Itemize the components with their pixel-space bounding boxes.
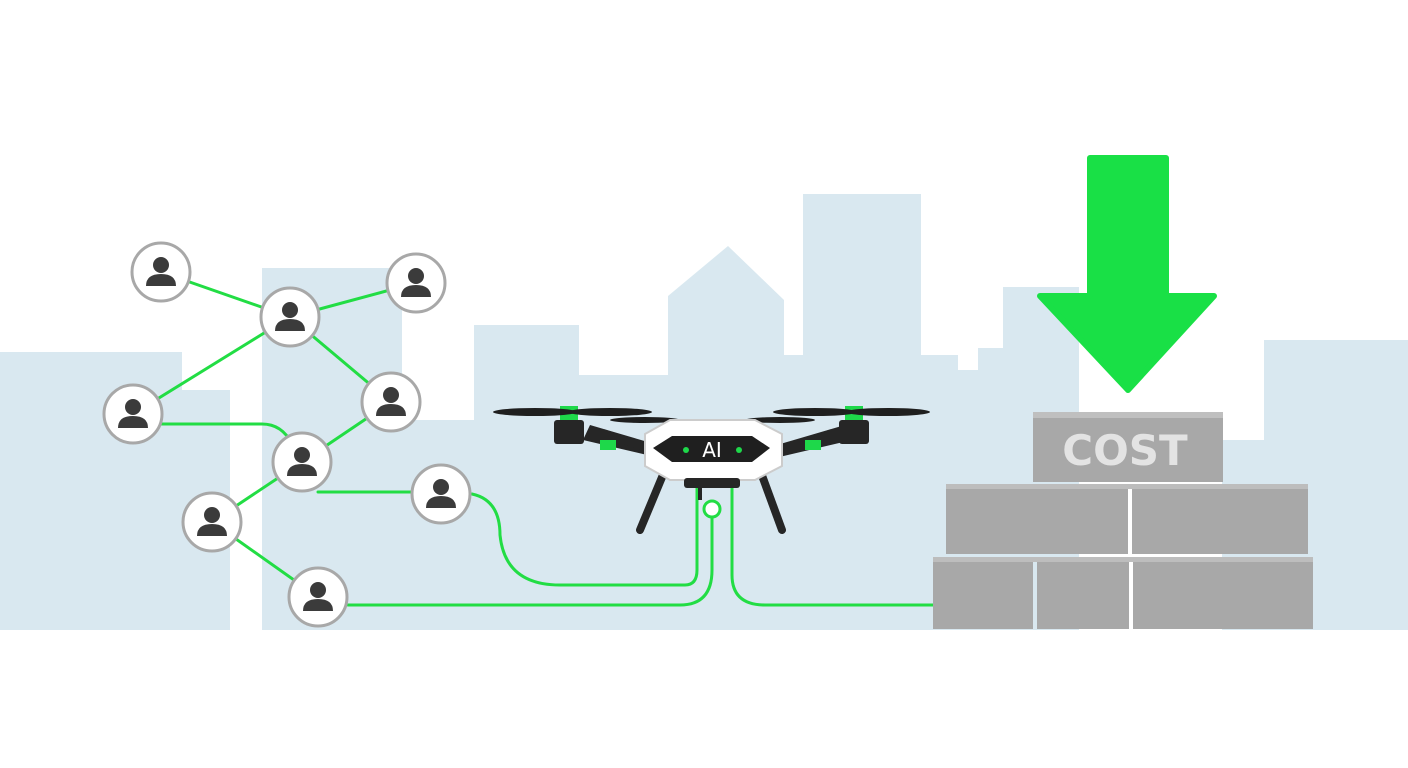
person-node	[360, 371, 422, 433]
drone: AI	[493, 406, 930, 534]
drone-connector-node	[702, 499, 722, 519]
person-node	[181, 491, 243, 553]
person-node	[287, 566, 349, 628]
drone-icon	[493, 406, 930, 534]
person-node	[259, 286, 321, 348]
person-node	[130, 241, 192, 303]
person-node	[102, 383, 164, 445]
person-node	[410, 463, 472, 525]
brick-wall-icon	[933, 412, 1313, 629]
cost-label: COST	[1062, 426, 1188, 475]
down-arrow-icon	[1037, 155, 1217, 393]
brick-wall: COST	[933, 412, 1313, 629]
drone-label: AI	[702, 438, 722, 462]
person-node	[385, 252, 447, 314]
people-network	[102, 241, 472, 628]
person-node	[271, 431, 333, 493]
